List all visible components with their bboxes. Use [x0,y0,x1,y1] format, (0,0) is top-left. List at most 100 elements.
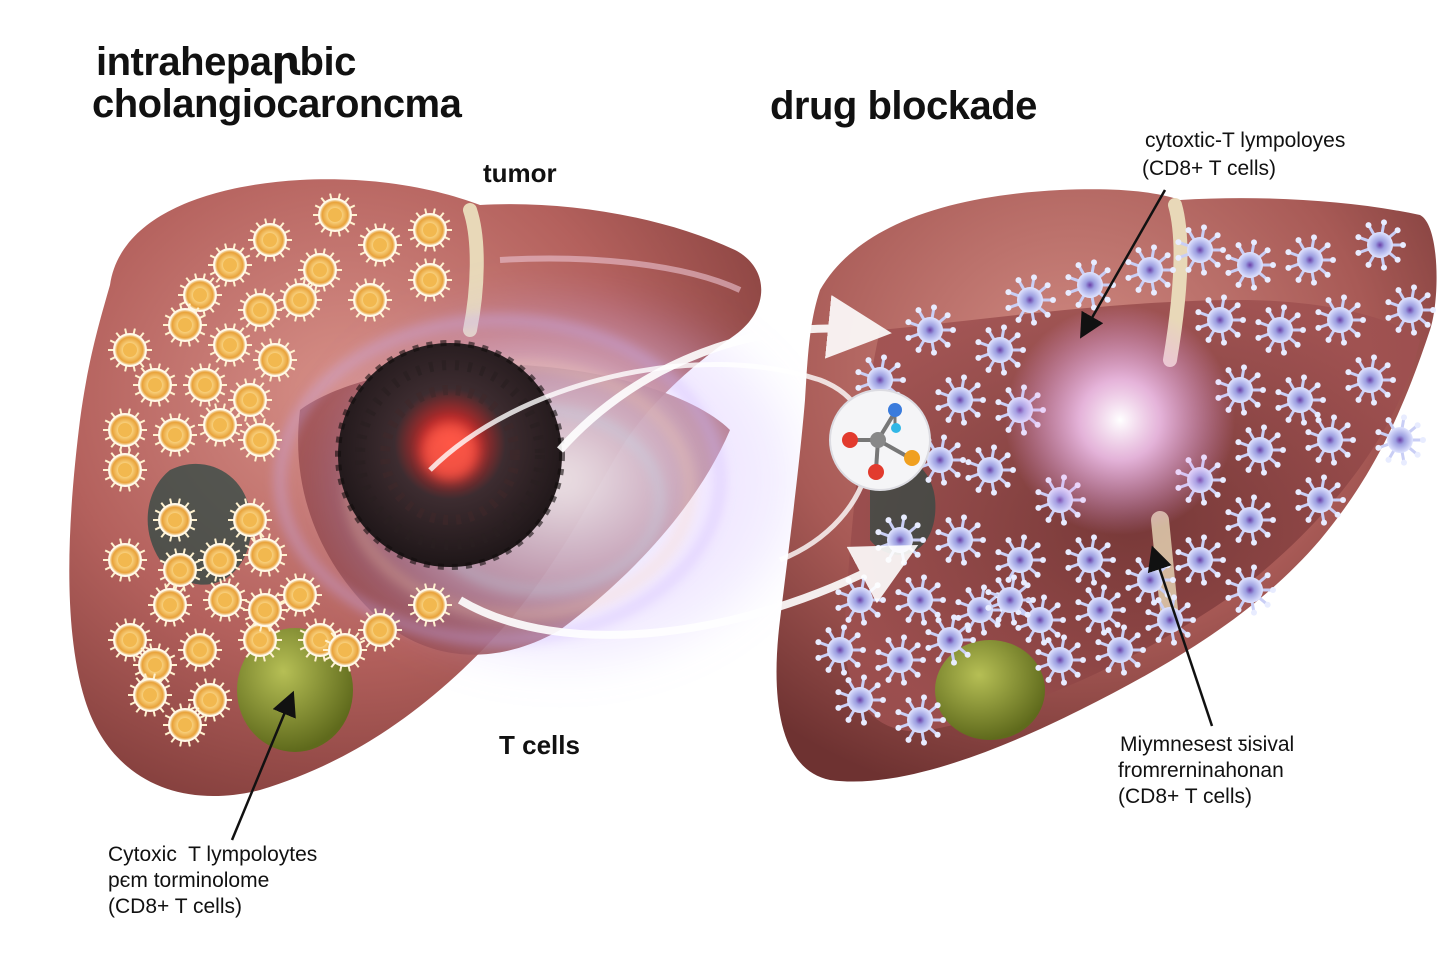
t-cell [198,538,242,582]
cd8-t-cell [875,634,926,686]
cd8-t-cell [1035,634,1086,686]
cd8-t-cell [1345,354,1396,406]
cd8-t-cell [1175,224,1226,276]
t-cell [103,448,147,492]
t-cell [103,408,147,452]
t-cell [408,258,452,302]
cd8-t-cell [1145,594,1196,646]
immune-activation-glow [1005,305,1235,535]
cd8-t-cell [1125,244,1176,296]
gallbladder-right [935,640,1045,740]
cd8-t-cell [1225,564,1276,616]
t-cell [108,328,152,372]
t-cell [278,278,322,322]
t-cell [248,218,292,262]
cd8-t-cell [1005,274,1056,326]
t-cell [103,538,147,582]
cd8-t-cell [1385,284,1436,336]
t-cell [323,628,367,672]
t-cell [238,618,282,662]
t-cell [188,678,232,722]
cd8-t-cell [1305,414,1356,466]
cd8-t-cell [1285,234,1336,286]
cd8-t-cell [935,514,986,566]
cd8-t-cell [1355,219,1406,271]
left-caption-line1: Cytoxic T lympoloytes [108,843,318,866]
cd8-t-cell [985,574,1036,626]
left-caption-line2: pєm torminolome [108,869,270,892]
t-cells-label: T cells [499,730,580,760]
t-cell [158,548,202,592]
cd8-t-cell [1175,534,1226,586]
t-cell [203,578,247,622]
cd8-t-cell [1235,424,1286,476]
cd8-t-cell [815,624,866,676]
cd8-t-cell [835,674,886,726]
cd8-t-cell [1225,494,1276,546]
cd8-t-cell [955,584,1006,636]
cd8-t-cell [995,534,1046,586]
cd8-t-cell [975,324,1026,376]
cd8-t-cell [1315,294,1366,346]
t-cell [208,323,252,367]
t-cell [163,303,207,347]
t-cell [163,703,207,747]
cd8-t-cell [895,694,946,746]
cd8-t-cell [1065,259,1116,311]
cd8-t-cell [1255,304,1306,356]
t-cell [208,243,252,287]
t-cell [183,363,227,407]
t-cell [358,608,402,652]
cd8-t-cell [935,374,986,426]
t-cell [253,338,297,382]
t-cell [408,208,452,252]
t-cell [243,533,287,577]
right-top-caption-line1: cytoxtic-T lympoloyes [1145,129,1346,152]
cd8-t-cell [915,434,966,486]
t-cell [153,413,197,457]
cd8-t-cell [1195,294,1246,346]
cd8-t-cell [1295,474,1346,526]
t-cell [238,288,282,332]
t-cell [238,418,282,462]
t-cell [228,498,272,542]
t-cell [278,573,322,617]
t-cell [108,618,152,662]
t-cell [178,273,222,317]
t-cell [408,583,452,627]
t-cell [358,223,402,267]
diagram-title-line1: intrahepaꞃbic [96,40,356,84]
cd8-t-cell [905,304,956,356]
cd8-t-cell [1065,534,1116,586]
cd8-t-cell [965,444,1016,496]
drug-blockade-label: drug blockade [770,84,1037,128]
right-top-caption-line2: (CD8+ T cells) [1142,157,1277,180]
t-cell [153,498,197,542]
t-cell [348,278,392,322]
left-caption-line3: (CD8+ T cells) [108,895,243,918]
cd8-t-cell [1275,374,1326,426]
right-bottom-caption-line1: Miymnesest ƽisival [1120,733,1295,756]
diagram-title-line2: cholangiocaroncma [92,82,462,126]
t-cell [198,403,242,447]
cd8-t-cell [1225,239,1276,291]
t-cells-group [103,193,452,747]
pointer-arrows [230,189,1214,841]
t-cell [128,673,172,717]
cd8-t-cell [925,614,976,666]
cd8-t-cell [1075,584,1126,636]
t-cell [148,583,192,627]
t-cell [243,588,287,632]
t-cell [228,378,272,422]
flow-arrows [428,294,919,639]
t-cell [178,628,222,672]
t-cell [133,363,177,407]
t-cell [298,248,342,292]
cd8-t-cell [1375,414,1426,466]
right-bottom-caption-line3: (CD8+ T cells) [1118,785,1253,808]
right-bottom-caption-line2: fromrerninahonan [1118,759,1284,782]
tumor-label: tumor [483,158,557,188]
cd8-t-cell [1095,624,1146,676]
